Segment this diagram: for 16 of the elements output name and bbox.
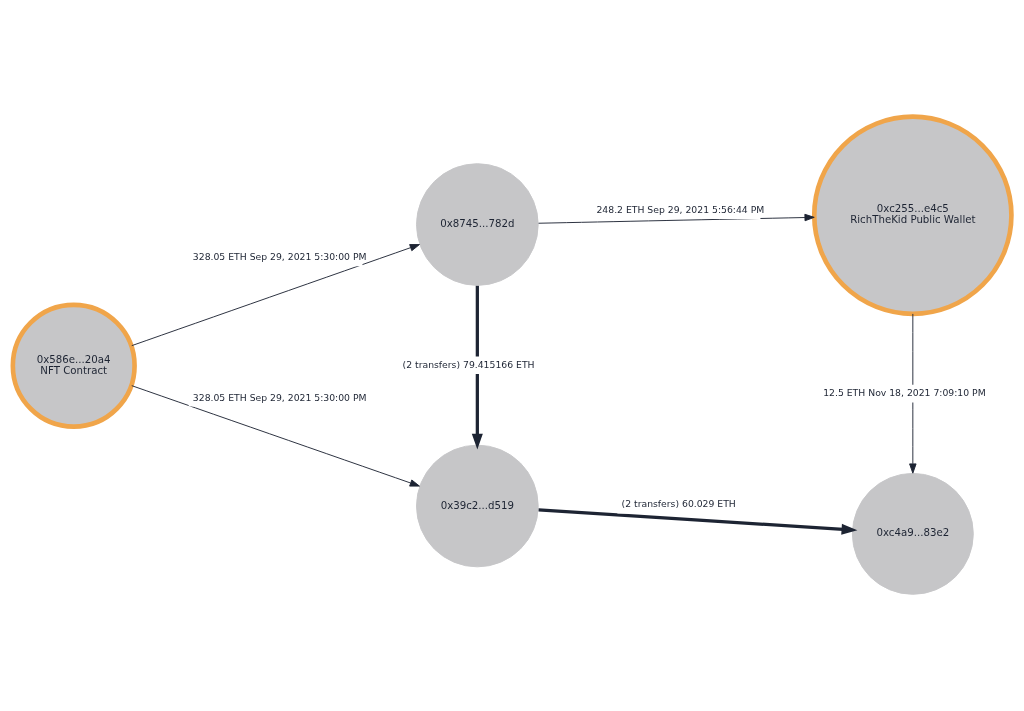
node-circle: 0x39c2...d519 xyxy=(416,444,539,568)
arrow xyxy=(538,213,815,224)
edge-label: 12.5 ETH Nov 18, 2021 7:09:10 PM xyxy=(823,387,986,399)
arrow xyxy=(909,313,917,474)
edge-label: (2 transfers) 60.029 ETH xyxy=(621,498,736,510)
arrow xyxy=(131,244,420,347)
edge-label: 328.05 ETH Sep 29, 2021 5:30:00 PM xyxy=(192,251,367,263)
edge-label: 328.05 ETH Sep 29, 2021 5:30:00 PM xyxy=(192,391,367,403)
node-circle: 0x586e...20a4 NFT Contract xyxy=(10,302,137,429)
node-circle: 0xc4a9...83e2 xyxy=(851,472,974,595)
node-circle: 0xc255...e4c5 RichTheKid Public Wallet xyxy=(811,114,1014,317)
arrow xyxy=(471,285,483,450)
edge-label: (2 transfers) 79.415166 ETH xyxy=(402,359,535,371)
arrow xyxy=(538,508,858,535)
edge-label: 248.2 ETH Sep 29, 2021 5:56:44 PM xyxy=(596,203,765,215)
node-circle: 0x8745...782d xyxy=(416,163,539,286)
